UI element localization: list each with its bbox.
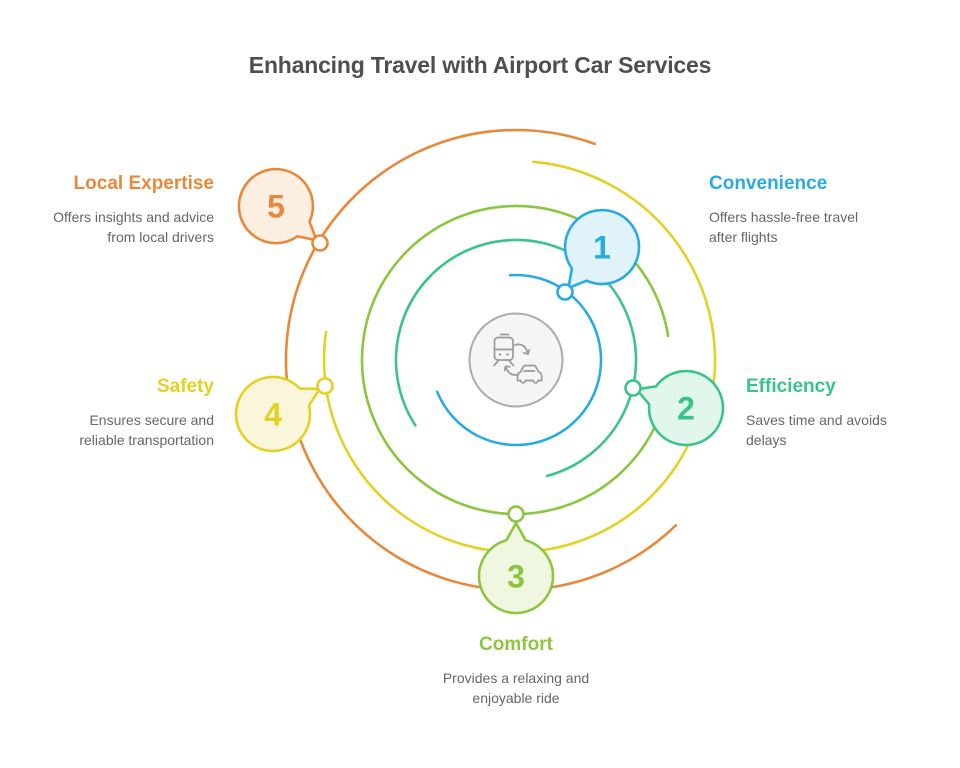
item-desc-line: Offers insights and advice — [53, 209, 214, 225]
spiral-arc-efficiency — [394, 238, 638, 478]
car-icon — [516, 364, 543, 384]
item-desc-line: reliable transportation — [79, 431, 214, 448]
bubble-number-3: 3 — [507, 559, 525, 595]
item-heading-comfort: Comfort — [479, 634, 553, 655]
item-desc-line: Ensures secure and — [89, 412, 214, 428]
item-heading-local-expertise: Local Expertise — [73, 173, 214, 194]
bubble-2 — [635, 369, 725, 447]
center-circle — [468, 312, 564, 408]
item-block-safety: Safety Ensures secure and reliable trans… — [0, 375, 214, 450]
item-desc-line: from local drivers — [107, 228, 214, 245]
item-desc-line: Offers hassle-free travel — [709, 209, 859, 225]
item-heading-safety: Safety — [156, 376, 214, 397]
bubble-number-2: 2 — [677, 391, 695, 427]
node-dot-3 — [507, 505, 525, 523]
bubble-number-5: 5 — [267, 189, 285, 225]
item-desc-line: after flights — [709, 228, 778, 245]
node-dot-4 — [316, 377, 334, 395]
train-icon — [493, 333, 515, 367]
transport-swap-icon — [493, 333, 543, 384]
item-desc-line: enjoyable ride — [472, 689, 560, 706]
bubble-5 — [237, 167, 318, 245]
item-desc-line: Provides a relaxing and — [442, 670, 590, 686]
node-dot-1 — [556, 283, 574, 301]
item-desc-line: Saves time and avoids — [746, 412, 887, 428]
item-block-comfort: Comfort Provides a relaxing and enjoyabl… — [396, 633, 636, 708]
bubble-3 — [477, 521, 555, 615]
item-block-local-expertise: Local Expertise Offers insights and advi… — [0, 172, 214, 247]
item-heading-efficiency: Efficiency — [746, 376, 836, 397]
bubble-number-4: 4 — [264, 397, 282, 433]
item-block-convenience: Convenience Offers hassle-free travel af… — [709, 172, 929, 247]
swap-arrows-icon — [503, 343, 531, 376]
item-heading-convenience: Convenience — [709, 173, 828, 194]
node-dot-2 — [624, 379, 642, 397]
bubble-1 — [563, 208, 641, 290]
page-title: Enhancing Travel with Airport Car Servic… — [248, 52, 712, 78]
bubble-4 — [234, 375, 321, 453]
item-desc-line: delays — [746, 431, 787, 448]
node-dot-5 — [311, 234, 329, 252]
bubble-number-1: 1 — [593, 230, 611, 266]
item-block-efficiency: Efficiency Saves time and avoids delays — [746, 375, 946, 450]
spiral-arc-safety-lower — [322, 330, 695, 554]
